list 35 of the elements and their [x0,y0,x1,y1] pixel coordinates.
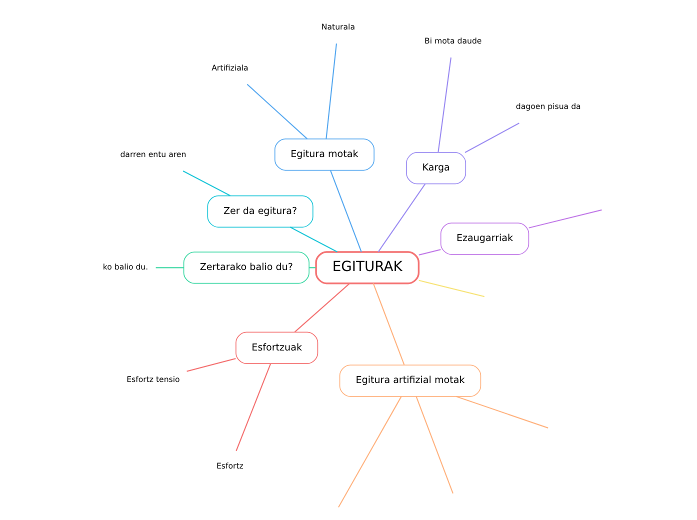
node-text: Naturala [320,22,355,32]
node-text: darren entu aren [120,150,186,160]
node-text: dagoen pisua da [515,102,580,112]
connector [186,358,236,372]
connector [338,396,402,508]
connector [437,57,452,152]
node-box: EGITURAK [314,251,420,284]
connector [246,84,308,140]
connector [418,280,484,298]
connector [372,283,404,365]
connector [464,122,519,153]
node-box: Egitura artifizial motak [338,364,481,397]
connector [235,363,271,452]
node-text: ko balio du. [102,262,148,272]
connector [325,44,337,139]
connector [418,249,440,256]
node-box: Zer da egitura? [206,195,313,228]
connector [528,209,602,228]
connector [294,283,350,332]
connector [456,396,548,428]
connector [182,170,230,196]
node-box: Ezaugarriak [440,222,529,255]
node-text: Artifiziala [211,64,248,73]
connector [330,170,362,252]
connector [289,226,337,252]
node-box: Esfortzuak [235,332,318,364]
node-text: Esfortz tensio [126,374,180,384]
connector [415,396,453,494]
node-box: Zertarako balio du? [182,252,309,284]
node-box: Karga [406,152,466,184]
node-text: Bi mota daude [424,36,482,46]
connector [155,267,183,268]
node-text: Esfortz [216,462,243,471]
connector [377,184,426,252]
node-box: Egitura motak [274,138,374,171]
